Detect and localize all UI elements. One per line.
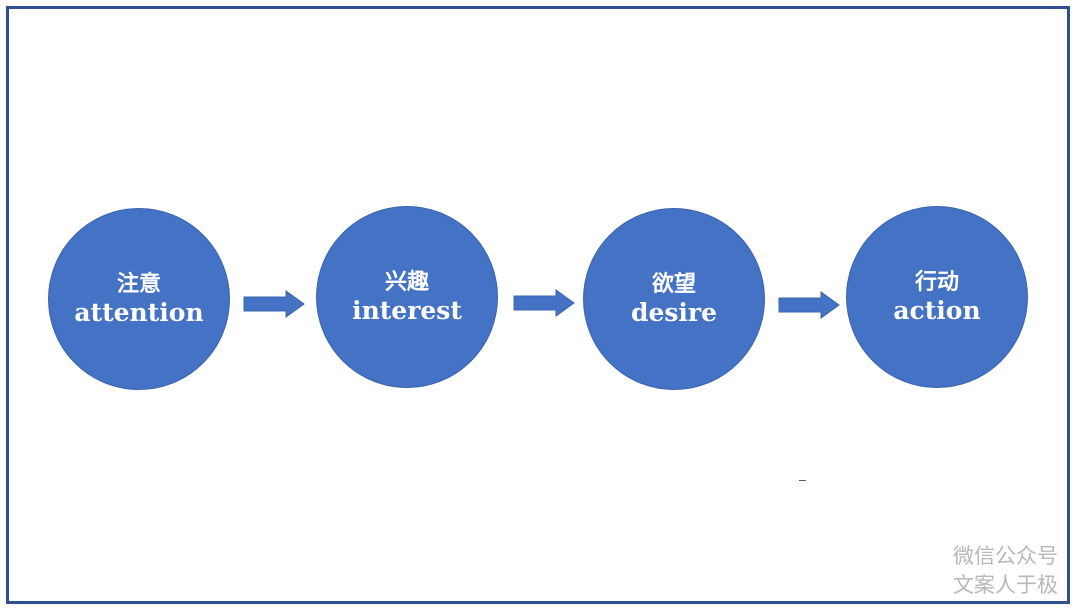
- step-label-en: interest: [352, 296, 462, 325]
- step-label-zh: 兴趣: [384, 269, 429, 295]
- step-circle-desire: 欲望 desire: [583, 208, 765, 390]
- step-circle-attention: 注意 attention: [48, 208, 230, 390]
- step-label-zh: 行动: [914, 269, 959, 295]
- step-label-en: attention: [74, 298, 204, 327]
- stray-mark: [799, 480, 806, 481]
- step-label-en: action: [893, 296, 981, 325]
- step-circle-action: 行动 action: [846, 206, 1028, 388]
- watermark: 微信公众号 文案人于极: [953, 542, 1058, 600]
- step-circle-interest: 兴趣 interest: [316, 206, 498, 388]
- watermark-line-1: 微信公众号: [953, 544, 1058, 568]
- step-label-zh: 注意: [116, 271, 161, 297]
- step-label-en: desire: [630, 298, 718, 327]
- right-arrow-icon: [778, 291, 840, 319]
- right-arrow-icon: [243, 290, 305, 318]
- watermark-line-2: 文案人于极: [953, 573, 1058, 597]
- right-arrow-icon: [513, 289, 575, 317]
- step-label-zh: 欲望: [651, 271, 696, 297]
